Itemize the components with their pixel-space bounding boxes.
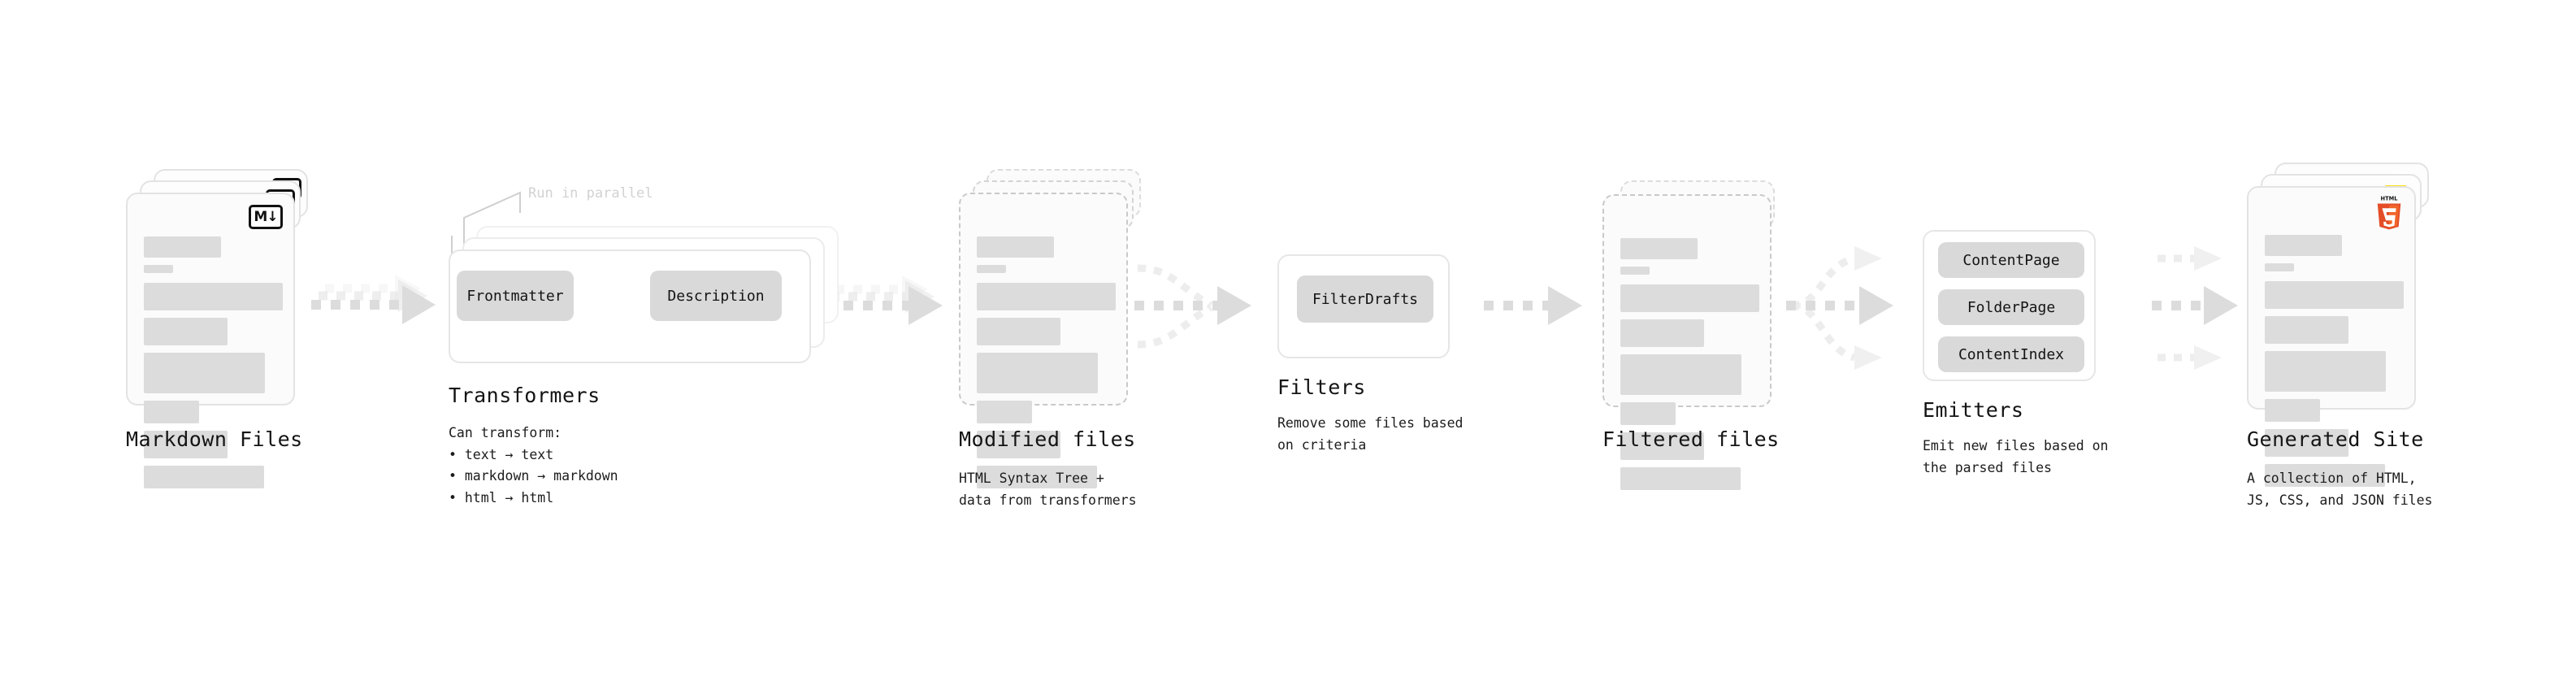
emitters-title: Emitters [1923,398,2024,422]
arrow-transformers-to-modified [824,275,943,325]
file-row [1620,432,1704,460]
file-row [2265,281,2404,309]
file-row [2265,464,2385,487]
file-row [977,431,1060,458]
filtered-file-rows [1620,238,1759,497]
run-in-parallel-label: Run in parallel [528,185,653,202]
modified-files-stack [959,169,1146,488]
folderpage-pill[interactable]: FolderPage [1938,289,2084,325]
modified-file-card-front[interactable] [959,193,1128,488]
filters-title: Filters [1277,375,1366,399]
transformers-title: Transformers [449,384,601,407]
contentpage-pill[interactable]: ContentPage [1938,242,2084,278]
arrow-filters-to-filtered [1484,286,1582,325]
file-row [144,466,264,488]
file-row [1620,238,1698,259]
markdown-badge-front: M↓ [249,205,283,229]
file-row [1620,284,1759,312]
file-row [977,318,1060,345]
file-row [144,431,228,458]
file-row [144,265,173,273]
filterdrafts-pill[interactable]: FilterDrafts [1297,275,1433,323]
arrow-emitters-to-site [2152,246,2238,370]
generated-file-rows [2265,235,2404,494]
file-row [144,283,283,310]
filtered-files-title: Filtered files [1602,427,1780,451]
svg-text:HTML: HTML [2381,196,2399,202]
markdown-file-card-front[interactable]: M↓ [126,193,295,488]
description-pill[interactable]: Description [650,271,782,321]
filtered-files-stack [1602,180,1789,490]
markdown-files-stack: M↓ M↓ M↓ [126,169,313,488]
markdown-file-rows [144,236,283,496]
file-row [977,265,1006,273]
modified-files-subtitle: HTML Syntax Tree + data from transformer… [959,471,1137,508]
emitters-subtitle: Emit new files based on the parsed files [1923,438,2109,475]
file-row [144,236,221,258]
arrow-markdown-to-transformers [311,275,436,324]
file-row [2265,429,2348,457]
modified-files-title: Modified files [959,427,1136,451]
file-row [1620,319,1704,347]
file-row [977,353,1098,393]
generated-site-stack: CSS HTML [2247,163,2442,487]
file-row [1620,402,1676,425]
file-row [977,283,1116,310]
file-row [144,401,199,423]
contentindex-pill[interactable]: ContentIndex [1938,336,2084,372]
arrow-filtered-to-emitters [1786,246,1893,370]
transformers-subtitle: Can transform: • text → text • markdown … [449,425,618,506]
file-row [144,318,228,345]
filtered-file-card-front[interactable] [1602,194,1772,490]
generated-file-card-front[interactable]: HTML [2247,186,2416,487]
file-row [977,401,1032,423]
modified-file-rows [977,236,1116,496]
file-row [1620,267,1650,275]
frontmatter-pill[interactable]: Frontmatter [457,271,574,321]
file-row [144,353,265,393]
file-row [977,466,1097,488]
filters-subtitle: Remove some files based on criteria [1277,415,1464,453]
generated-site-title: Generated Site [2247,427,2424,451]
generated-site-subtitle: A collection of HTML, JS, CSS, and JSON … [2247,471,2433,508]
emitters-frame[interactable]: ContentPage FolderPage ContentIndex [1923,230,2096,381]
arrow-modified-to-filters [1134,264,1251,349]
file-row [1620,467,1741,490]
file-row [2265,235,2342,256]
file-row [2265,351,2386,392]
file-row [2265,263,2294,271]
transformers-stack: Frontmatter Description [449,226,839,364]
file-row [2265,399,2320,422]
html5-icon: HTML [2374,194,2405,230]
file-row [977,236,1054,258]
markdown-files-title: Markdown Files [126,427,303,451]
filters-frame[interactable]: FilterDrafts [1277,254,1450,358]
file-row [2265,316,2348,344]
file-row [1620,354,1741,395]
